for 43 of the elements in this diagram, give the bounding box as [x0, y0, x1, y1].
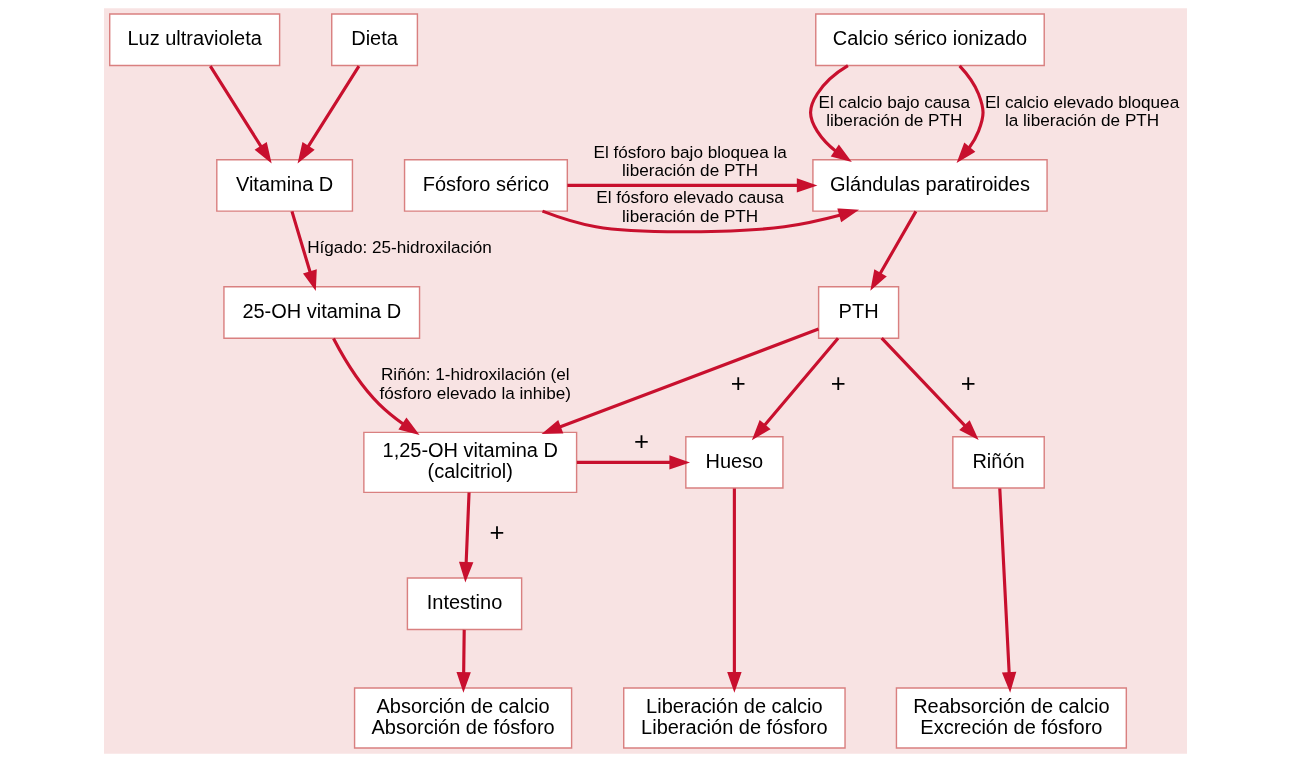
node-box: 25-OH vitamina D [223, 286, 421, 339]
edge-label: Riñón: 1-hidroxilación (el fósforo elevado la inhibe) [379, 364, 571, 403]
node-box: Reabsorción de calcio Excreción de fósforo [895, 687, 1128, 749]
node-box: Fósforo sérico [403, 158, 569, 212]
node-box: Calcio sérico ionizado [815, 13, 1045, 67]
node-box: Riñón [952, 435, 1045, 489]
arrow [456, 629, 471, 693]
edge-label: + [489, 518, 505, 547]
arrow [297, 65, 361, 164]
edge-label: Hígado: 25-hidroxilación [307, 237, 492, 258]
node-box: Liberación de calcio Liberación de fósforo [623, 687, 846, 749]
arrow [290, 210, 317, 292]
arrow [956, 64, 985, 163]
arrow [751, 337, 840, 441]
arrow [209, 65, 272, 164]
arrow [998, 488, 1017, 693]
arrow [567, 178, 818, 193]
edge-label: + [634, 427, 650, 456]
node-box: Glándulas paratiroides [812, 158, 1048, 212]
arrow [870, 210, 918, 291]
node-box: 1,25-OH vitamina D (calcitriol) [363, 431, 578, 494]
node-box: Dieta [331, 13, 419, 67]
arrow [727, 488, 742, 693]
edge-label: + [960, 368, 976, 397]
edge-label: El calcio bajo causa liberación de PTH [818, 91, 970, 131]
arrow [541, 327, 820, 434]
arrow [576, 455, 690, 470]
node-box: Absorción de calcio Absorción de fósforo [353, 687, 573, 749]
edge-label: El fósforo bajo bloquea la liberación de PTH [593, 141, 787, 181]
edge-label: + [730, 368, 746, 397]
edge-label: El fósforo elevado causa liberación de PTH [596, 187, 784, 226]
arrow [809, 64, 852, 163]
arrow [332, 337, 420, 435]
edge-label: + [830, 368, 846, 397]
node-box: Vitamina D [216, 158, 354, 212]
arrow [541, 208, 860, 234]
arrow [880, 337, 979, 441]
node-box: PTH [817, 286, 900, 339]
arrow [459, 492, 474, 583]
node-box: Intestino [406, 577, 523, 631]
edge-label: El calcio elevado bloquea la liberación de PTH [984, 91, 1180, 131]
node-box: Luz ultravioleta [109, 13, 281, 67]
node-box: Hueso [685, 435, 784, 489]
